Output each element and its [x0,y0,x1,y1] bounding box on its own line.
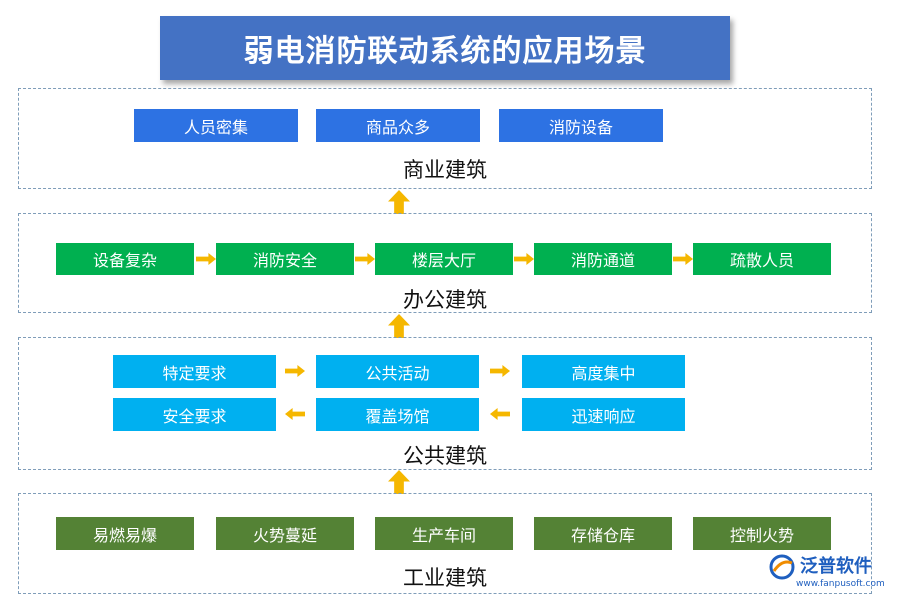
public-box-2: 公共活动 [316,355,479,388]
public-box-5: 覆盖场馆 [316,398,479,431]
industrial-box-4: 存储仓库 [534,517,672,550]
office-box-2: 消防安全 [216,243,354,275]
office-box-5: 疏散人员 [693,243,831,275]
commercial-box-3: 消防设备 [499,109,663,142]
section-industrial: 易燃易爆 火势蔓延 生产车间 存储仓库 控制火势 工业建筑 [18,493,872,594]
industrial-box-5: 控制火势 [693,517,831,550]
office-box-3: 楼层大厅 [375,243,513,275]
industrial-box-2: 火势蔓延 [216,517,354,550]
right-arrow-icon [196,253,216,265]
section-office: 设备复杂 消防安全 楼层大厅 消防通道 疏散人员 办公建筑 [18,213,872,313]
section-label-public: 公共建筑 [403,444,487,468]
industrial-box-3: 生产车间 [375,517,513,550]
right-arrow-icon [355,253,375,265]
up-arrow-icon [388,470,410,494]
section-label-office: 办公建筑 [403,288,487,312]
office-box-1: 设备复杂 [56,243,194,275]
public-box-1: 特定要求 [113,355,276,388]
brand-logo: 泛普软件 [768,553,872,581]
right-arrow-icon [285,365,305,377]
up-arrow-icon [388,190,410,214]
public-box-6: 迅速响应 [522,398,685,431]
commercial-box-2: 商品众多 [316,109,480,142]
industrial-box-1: 易燃易爆 [56,517,194,550]
left-arrow-icon [490,408,510,420]
right-arrow-icon [673,253,693,265]
section-commercial: 人员密集 商品众多 消防设备 商业建筑 [18,88,872,189]
section-public: 特定要求 公共活动 高度集中 安全要求 覆盖场馆 迅速响应 公共建筑 [18,337,872,470]
public-box-4: 安全要求 [113,398,276,431]
office-box-4: 消防通道 [534,243,672,275]
commercial-box-1: 人员密集 [134,109,298,142]
section-label-commercial: 商业建筑 [403,158,487,182]
right-arrow-icon [490,365,510,377]
up-arrow-icon [388,314,410,338]
right-arrow-icon [514,253,534,265]
logo-url: www.fanpusoft.com [796,579,885,589]
diagram-title: 弱电消防联动系统的应用场景 [160,16,730,80]
section-label-industrial: 工业建筑 [403,566,487,590]
logo-mark-icon [769,554,795,580]
left-arrow-icon [285,408,305,420]
public-box-3: 高度集中 [522,355,685,388]
logo-name: 泛普软件 [800,556,872,578]
